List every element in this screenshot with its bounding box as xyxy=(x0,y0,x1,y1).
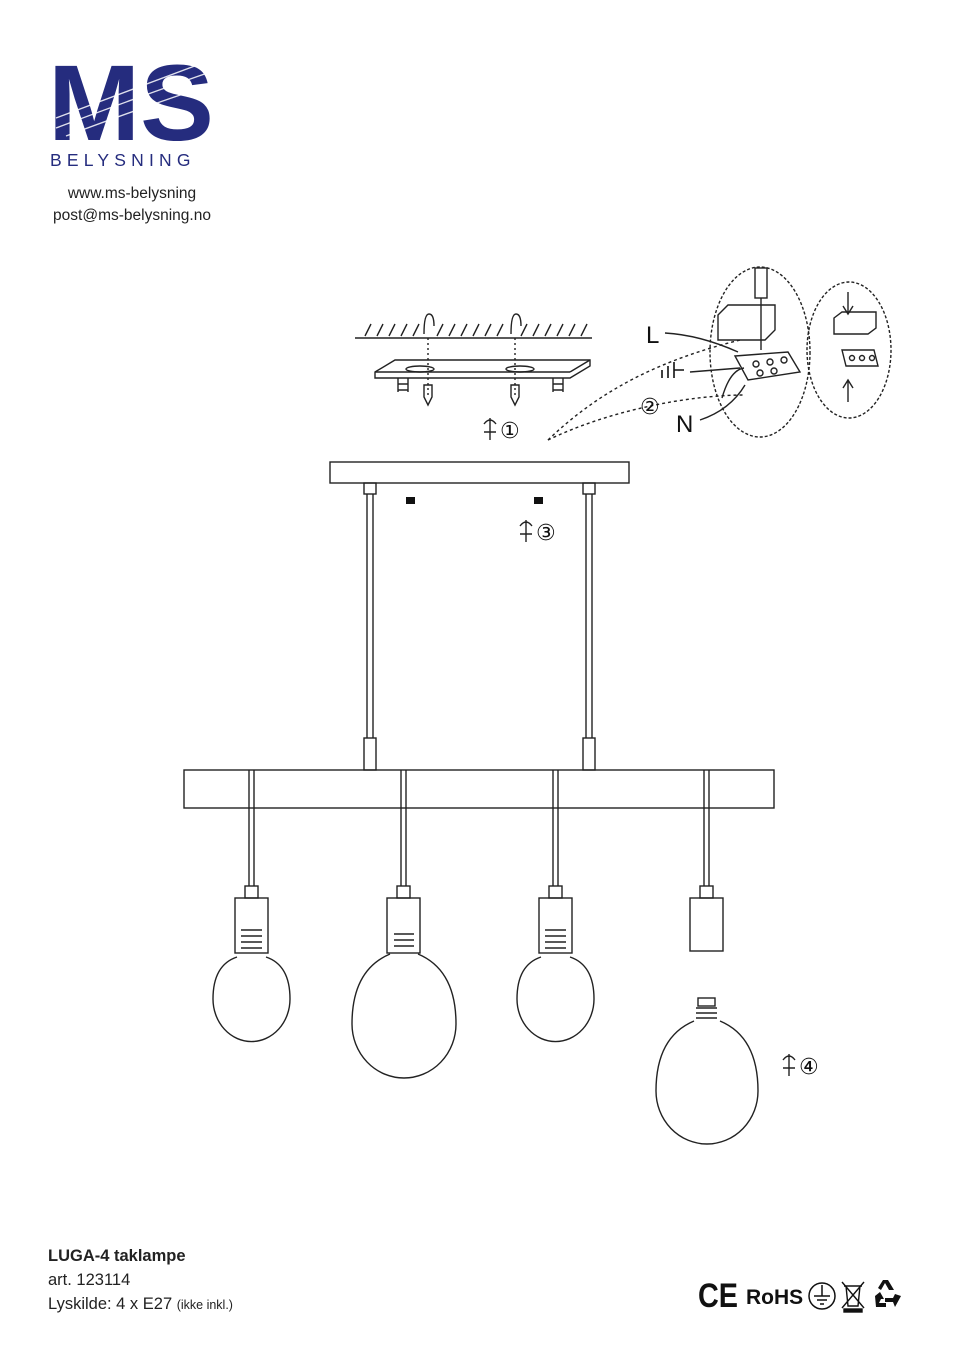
ceiling-canopy xyxy=(329,461,630,484)
pendant-4-socket xyxy=(689,770,724,952)
lamp-beam xyxy=(183,769,775,809)
logo-letters: MS xyxy=(48,48,214,163)
ceiling-anchor-left xyxy=(423,313,435,407)
pendant-3 xyxy=(516,770,595,1043)
recycle-icon xyxy=(875,1280,901,1307)
leader-line-upper xyxy=(547,339,741,441)
terminal-detail-screwdriver xyxy=(709,266,811,438)
step-arrow-icon-4 xyxy=(782,1054,796,1076)
screw-hole-left xyxy=(406,497,415,504)
step-arrow-icon-1 xyxy=(483,418,497,440)
leader-earth xyxy=(689,367,741,373)
certification-marks: CE RoHS xyxy=(698,1277,901,1315)
pendant-1 xyxy=(212,770,291,1043)
article-number: art. 123114 xyxy=(48,1271,131,1289)
step-label-2: ② xyxy=(640,395,660,420)
wire-label-live: L xyxy=(646,322,659,349)
logo-subtitle: BELYSNING xyxy=(50,150,196,170)
email-link[interactable]: post@ms-belysning.no xyxy=(53,207,211,224)
mounting-bracket xyxy=(374,359,591,392)
step-label-1: ① xyxy=(500,419,520,444)
weee-bin-icon xyxy=(841,1281,865,1313)
website-link[interactable]: www.ms-belysning xyxy=(67,185,197,202)
earth-symbol-icon xyxy=(661,362,684,378)
light-source-note: (ikke inkl.) xyxy=(176,1298,233,1312)
suspension-cable-left xyxy=(363,482,377,771)
pendant-2 xyxy=(351,770,457,1079)
rohs-mark: RoHS xyxy=(746,1286,803,1309)
wire-label-neutral: N xyxy=(676,411,693,438)
step-label-3: ③ xyxy=(536,521,556,546)
product-info: LUGA-4 taklampe art. 123114 Lyskilde: 4 … xyxy=(48,1244,233,1317)
loose-bulb xyxy=(655,997,759,1145)
leader-neutral xyxy=(699,384,746,421)
ground-icon xyxy=(808,1282,836,1310)
product-name: LUGA-4 taklampe xyxy=(48,1247,186,1265)
suspension-cable-right xyxy=(582,482,596,771)
contact-info: www.ms-belysning post@ms-belysning.no xyxy=(40,183,224,227)
ceiling xyxy=(355,323,592,339)
brand-logo: MS BELYSNING xyxy=(48,48,217,170)
ce-mark: CE xyxy=(698,1277,738,1315)
light-source-text: Lyskilde: 4 x E27 xyxy=(48,1295,173,1313)
step-arrow-icon-3 xyxy=(519,520,533,542)
terminal-detail-press xyxy=(806,281,892,419)
leader-line-lower xyxy=(547,394,746,441)
step-label-4: ④ xyxy=(799,1055,819,1080)
leader-live xyxy=(664,332,739,353)
ceiling-anchor-right xyxy=(510,313,522,407)
light-source: Lyskilde: 4 x E27 (ikke inkl.) xyxy=(48,1292,233,1317)
screw-hole-right xyxy=(534,497,543,504)
